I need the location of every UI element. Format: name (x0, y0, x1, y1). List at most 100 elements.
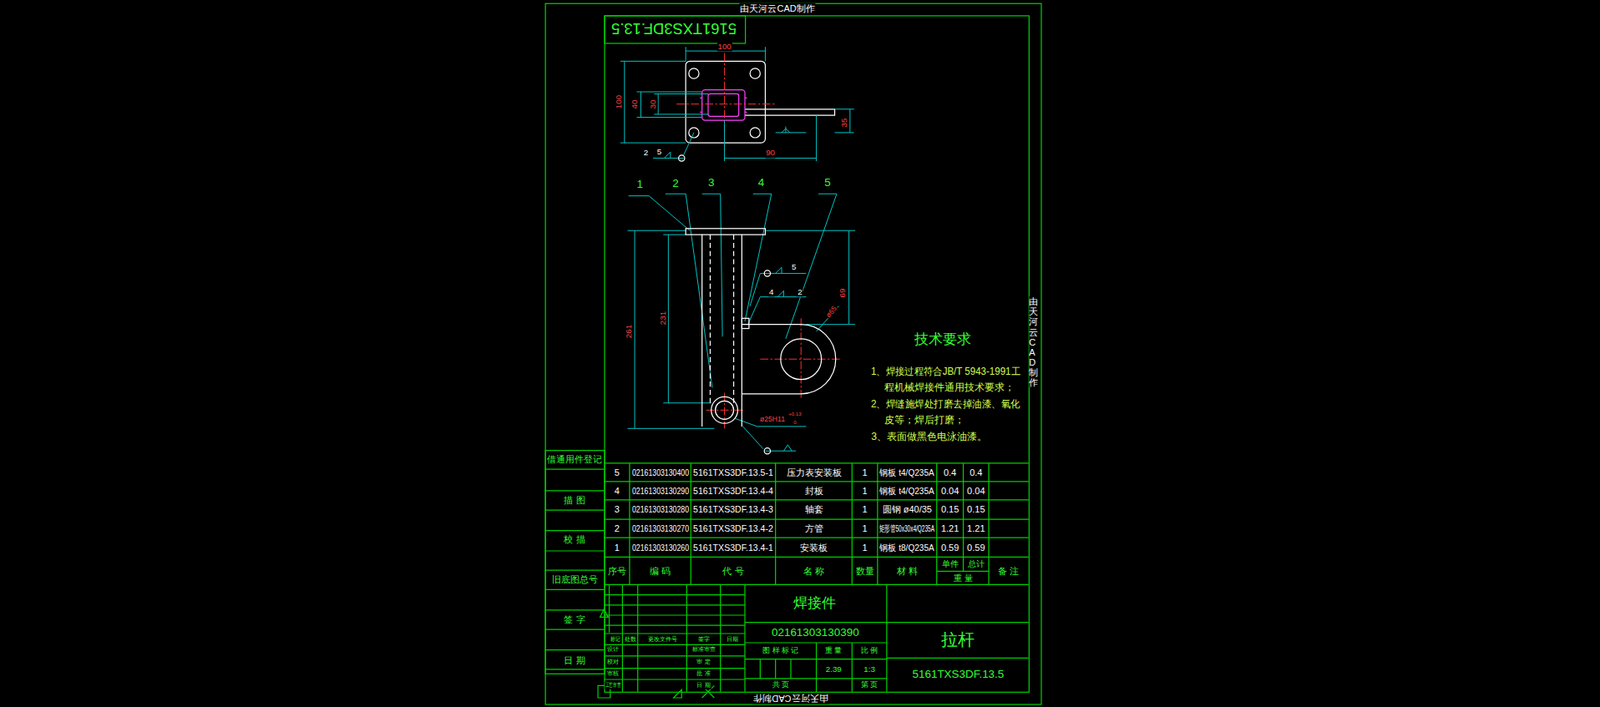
table-cell: 5161TXS3DF.13.4-1 (692, 541, 775, 553)
title-block-text: 批 准 (695, 669, 711, 677)
table-cell: 钢板 t4/Q235A (879, 485, 936, 497)
table-cell: 钢板 t4/Q235A (879, 466, 936, 478)
title-block-text: 拉杆 (940, 630, 976, 649)
table-cell: 0.15 (966, 504, 986, 516)
title-block-text: 2.39 (825, 664, 843, 674)
title-block-text: 标记 (610, 636, 622, 644)
table-header: 总计 (967, 559, 986, 569)
weld-symbol: 2 (796, 287, 803, 297)
note-text: 程机械焊接件通用技术要求； (883, 381, 1016, 394)
table-cell: 5161TXS3DF.13.4-2 (692, 523, 775, 535)
title-block-text: 比 例 (860, 647, 879, 656)
dimension: 35 (839, 116, 849, 128)
center-lines (676, 53, 842, 430)
weld-symbol: 5 (790, 262, 797, 272)
table-cell: 矩形管50x30x4/Q235A (879, 523, 936, 535)
table-cell: 0.4 (942, 466, 957, 478)
table-cell: 1 (861, 485, 869, 497)
callout-number: 4 (757, 176, 765, 189)
table-header: 序号 (607, 566, 628, 578)
side-label: 日 期 (562, 654, 586, 666)
table-cell: 2 (613, 523, 621, 535)
title-block-text: 标准审查 (691, 646, 717, 654)
title-block-text: 日期 (725, 636, 740, 644)
note-text: 皮等；焊后打磨； (883, 414, 966, 426)
table-cell: 1 (861, 466, 869, 478)
frame (545, 3, 1042, 705)
table-cell: 1 (861, 504, 869, 516)
title-block-text: 审核 (606, 669, 620, 677)
drawing-number: 5161TXS3DF.13.5 (610, 20, 738, 38)
weld-symbol: 2 (643, 148, 649, 158)
table-cell: 02161303130290 (631, 485, 690, 497)
table-header: 单件 (941, 559, 960, 569)
table-cell: 02161303130400 (631, 466, 690, 478)
dimension: 231 (658, 310, 669, 326)
side-label: 借通用件登记 (546, 454, 603, 466)
dimension: ø65 (824, 303, 840, 320)
dimension: 90 (764, 148, 776, 158)
table-cell: 圆钢 ø40/35 (881, 504, 933, 516)
table-cell: 02161303130270 (631, 523, 690, 535)
title-block-text: 日 期 (695, 682, 711, 689)
title-block-text: 02161303130390 (770, 626, 861, 639)
table-cell: 1 (861, 523, 869, 535)
table-cell: 封板 (804, 485, 825, 497)
side-label: 旧底图总号 (551, 574, 599, 586)
watermark: 由天河云CAD制作 (1028, 296, 1038, 388)
table-cell: 1.21 (940, 523, 960, 535)
table-cell: 0.4 (968, 466, 983, 478)
table-cell: 压力表安装板 (785, 466, 843, 478)
dimension: 100 (716, 42, 732, 52)
table-cell: 0.59 (966, 541, 986, 553)
table-cell: 安装板 (799, 541, 829, 553)
table-cell: 0.59 (940, 541, 960, 553)
title-block-text: 5161TXS3DF.13.5 (911, 668, 1005, 681)
table-cell: 0.15 (940, 504, 960, 516)
table-header: 材 料 (896, 566, 919, 578)
note-text: 2、焊缝施焊处打磨去掉油漆、氧化 (870, 398, 1022, 411)
table-header: 备 注 (997, 566, 1020, 578)
title-block-text: 校对 (606, 658, 620, 666)
note-heading: 技术要求 (913, 331, 973, 349)
watermark: 由天河云CAD制作 (739, 2, 816, 14)
note-text: 1、焊接过程符合JB/T 5943-1991工 (870, 365, 1022, 378)
table-cell: 02161303130260 (631, 541, 690, 553)
table-header: 数量 (855, 566, 876, 578)
dimension: 40 (629, 98, 639, 110)
title-block-text: 更改文件号 (647, 636, 679, 644)
table-cell: 1 (861, 541, 869, 553)
tolerance: 0 (792, 419, 797, 426)
table-cell: 5 (613, 466, 621, 478)
tolerance: +0.13 (787, 411, 802, 418)
note-text: 3、表面做黑色电泳油漆。 (870, 430, 988, 443)
table-cell: 4 (613, 485, 621, 497)
table-cell: 02161303130280 (631, 504, 690, 516)
title-block-text: 共 页 (771, 681, 790, 690)
table-header: 编 码 (648, 566, 672, 578)
callout-leaders (628, 193, 837, 388)
weld-symbol: 5 (656, 146, 663, 157)
callout-number: 1 (635, 177, 644, 191)
callout-number: 5 (823, 176, 831, 189)
side-label: 签 字 (562, 613, 586, 625)
title-block-text: 第 页 (860, 681, 879, 690)
table-cell: 1.21 (966, 523, 986, 535)
table-cell: 1 (613, 541, 621, 553)
callout-number: 3 (707, 176, 715, 189)
dimension: 30 (648, 98, 658, 110)
table-cell: 0.04 (940, 485, 960, 497)
table-cell: 0.04 (966, 485, 986, 497)
table-header: 名 称 (802, 566, 826, 578)
square-tube-section (699, 90, 747, 122)
watermark: 由天河云CAD制作 (752, 693, 829, 705)
side-view (678, 155, 836, 455)
weld-symbol: 4 (768, 287, 775, 297)
table-cell: 轴套 (804, 504, 825, 516)
callout-number: 2 (671, 177, 679, 190)
title-block-text: 设计 (606, 646, 620, 654)
table-cell: 5161TXS3DF.13.4-3 (692, 504, 775, 516)
title-block-text: 审 定 (695, 658, 711, 666)
title-block-text: 重 量 (824, 647, 843, 656)
